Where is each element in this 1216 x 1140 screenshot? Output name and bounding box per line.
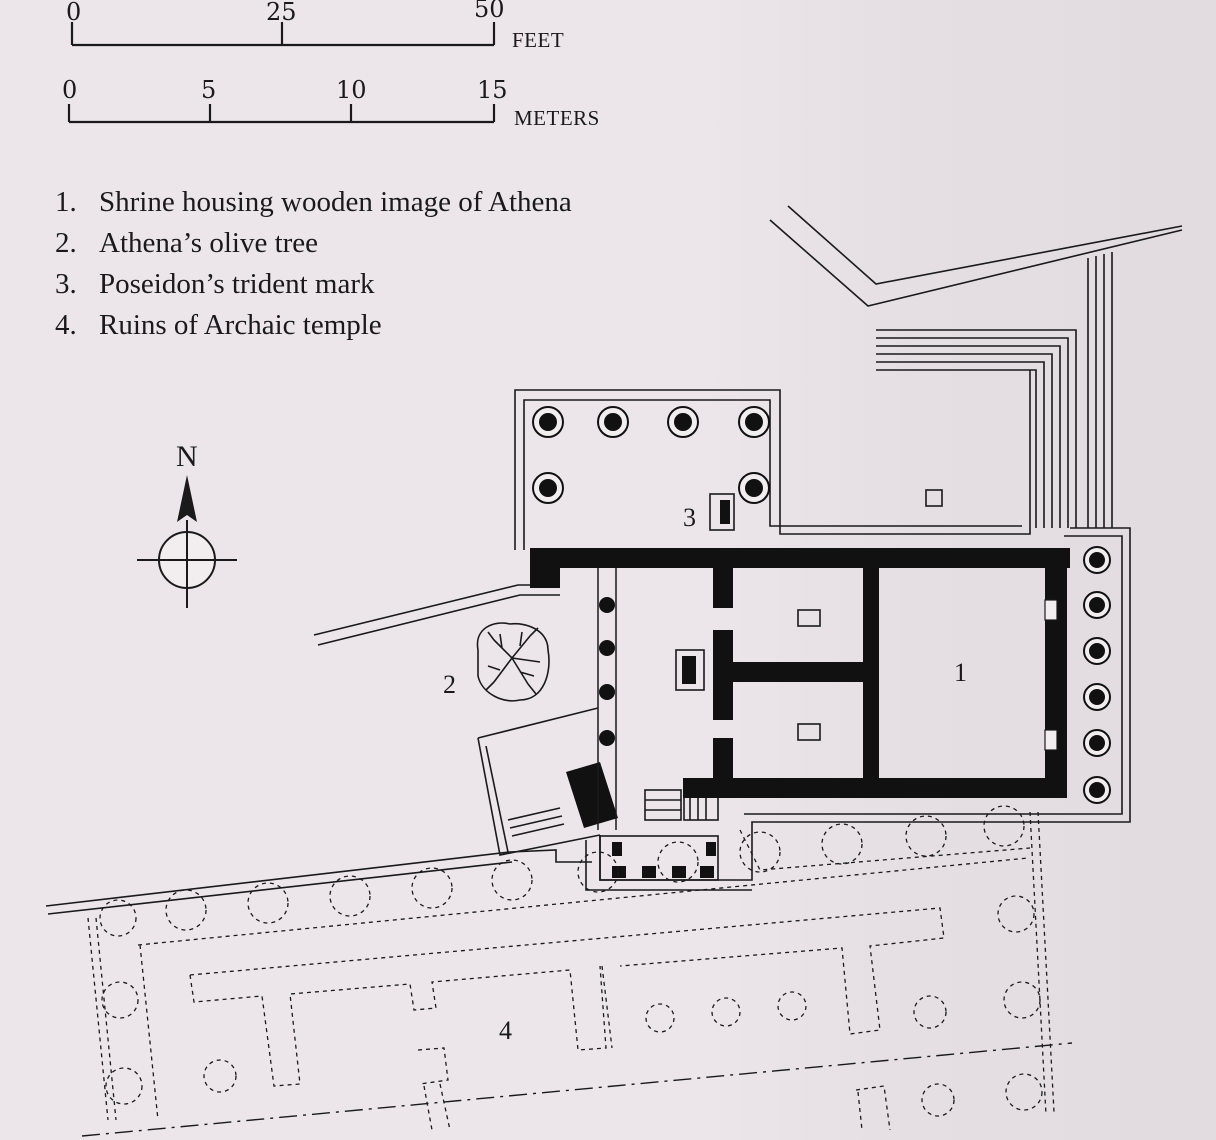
meters-tick-0: 0: [62, 76, 78, 104]
olive-tree-icon: [476, 622, 550, 702]
meters-tick-5: 5: [201, 76, 217, 104]
feet-tick-0: 0: [66, 0, 82, 26]
label-shrine: 1: [954, 658, 967, 687]
meters-tick-15: 15: [477, 76, 508, 104]
south-wall: [683, 778, 1067, 798]
meters-unit-label: METERS: [514, 106, 600, 130]
north-arrow-icon: [177, 475, 197, 522]
north-label: N: [176, 440, 198, 473]
meters-tick-10: 10: [336, 76, 367, 104]
legend-item: 2.Athena’s olive tree: [55, 227, 319, 259]
label-olive-tree: 2: [443, 670, 456, 699]
north-wall: [530, 548, 1070, 568]
label-archaic-temple: 4: [499, 1016, 512, 1045]
east-portico-columns: [1083, 546, 1111, 804]
archaic-temple-ruins: [87, 805, 1055, 1131]
feet-unit-label: FEET: [512, 28, 565, 52]
north-porch-columns: [532, 406, 770, 504]
legend-item: 3.Poseidon’s trident mark: [55, 268, 375, 300]
label-trident-mark: 3: [683, 503, 696, 532]
legend-item: 4.Ruins of Archaic temple: [55, 309, 382, 341]
legend-item: 1.Shrine housing wooden image of Athena: [55, 186, 572, 218]
axis-line: [81, 1042, 1073, 1137]
legend-list: 1.Shrine housing wooden image of Athena …: [55, 184, 572, 348]
feet-tick-25: 25: [266, 0, 297, 26]
feet-tick-50: 50: [474, 0, 505, 23]
